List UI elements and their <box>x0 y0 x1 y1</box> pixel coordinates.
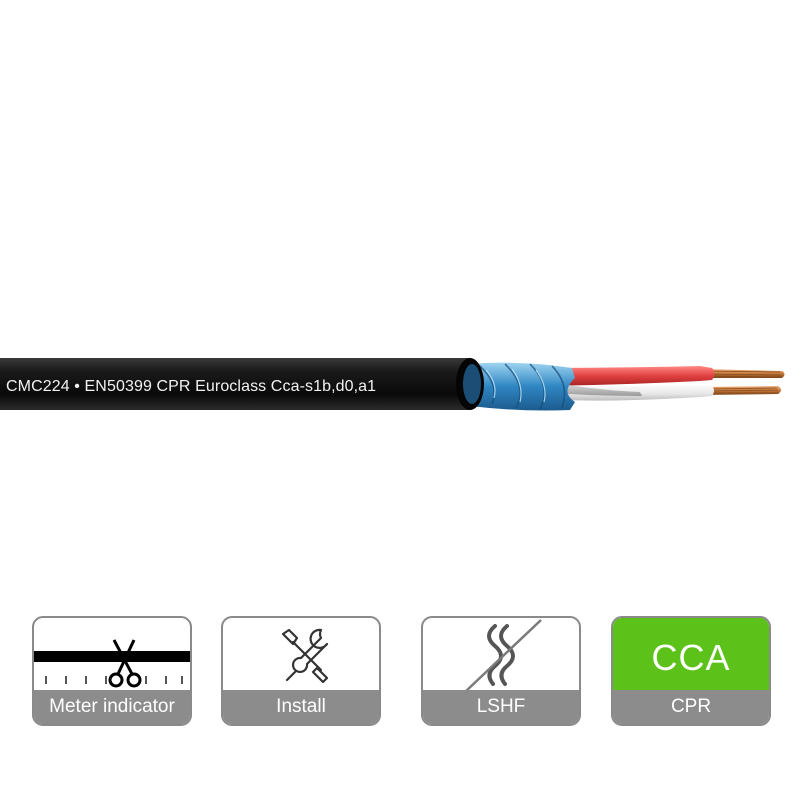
red-core <box>540 366 715 386</box>
copper-conductor-white <box>700 386 781 395</box>
badge-cpr: CCA CPR <box>611 616 771 726</box>
smoke-crossed-icon <box>423 618 579 692</box>
inner-shield <box>468 362 575 411</box>
outer-sheath <box>0 358 479 410</box>
wrench-screwdriver-icon <box>223 618 379 692</box>
cable-print-text: CMC224 • EN50399 CPR Euroclass Cca-s1b,d… <box>6 378 377 395</box>
cpr-class-icon: CCA <box>613 618 769 692</box>
scissors-ruler-icon <box>34 618 190 692</box>
cable-illustration <box>0 358 785 411</box>
badge-label: LSHF <box>423 690 579 724</box>
badge-lshf: LSHF <box>421 616 581 726</box>
copper-conductor-red <box>700 369 785 378</box>
badge-label: CPR <box>613 690 769 724</box>
feature-badges: Meter indicator Install <box>0 616 800 728</box>
cpr-class-value: CCA <box>651 637 731 678</box>
product-image: CMC224 • EN50399 CPR Euroclass Cca-s1b,d… <box>0 358 785 411</box>
badge-meter-indicator: Meter indicator <box>32 616 192 726</box>
badge-install: Install <box>221 616 381 726</box>
badge-label: Meter indicator <box>34 690 190 724</box>
badge-label: Install <box>223 690 379 724</box>
